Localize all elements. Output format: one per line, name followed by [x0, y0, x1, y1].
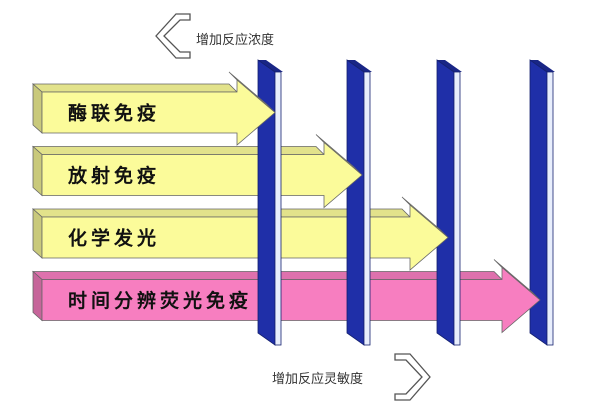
sensitivity-level-bar-2: [346, 59, 372, 346]
sensitivity-level-bar-4: [529, 59, 555, 346]
method-arrow-2: 放射免疫: [31, 134, 363, 209]
sensitivity-level-bar-1: [257, 59, 283, 346]
method-arrow-1: 酶联免疫: [31, 71, 276, 146]
method-arrow-4: 时间分辨荧光免疫: [31, 259, 541, 334]
method-label-1: 酶联免疫: [68, 102, 160, 125]
bottom-direction-arrow-icon: [394, 353, 431, 401]
method-label-3: 化学发光: [68, 227, 160, 250]
method-arrow-3: 化学发光: [31, 196, 449, 271]
sensitivity-level-bar-3: [436, 59, 462, 346]
method-label-4: 时间分辨荧光免疫: [68, 289, 252, 312]
top-direction-arrow-icon: [155, 13, 191, 59]
bottom-caption: 增加反应灵敏度: [272, 371, 363, 387]
method-label-2: 放射免疫: [67, 164, 160, 187]
top-caption: 增加反应浓度: [196, 32, 274, 48]
